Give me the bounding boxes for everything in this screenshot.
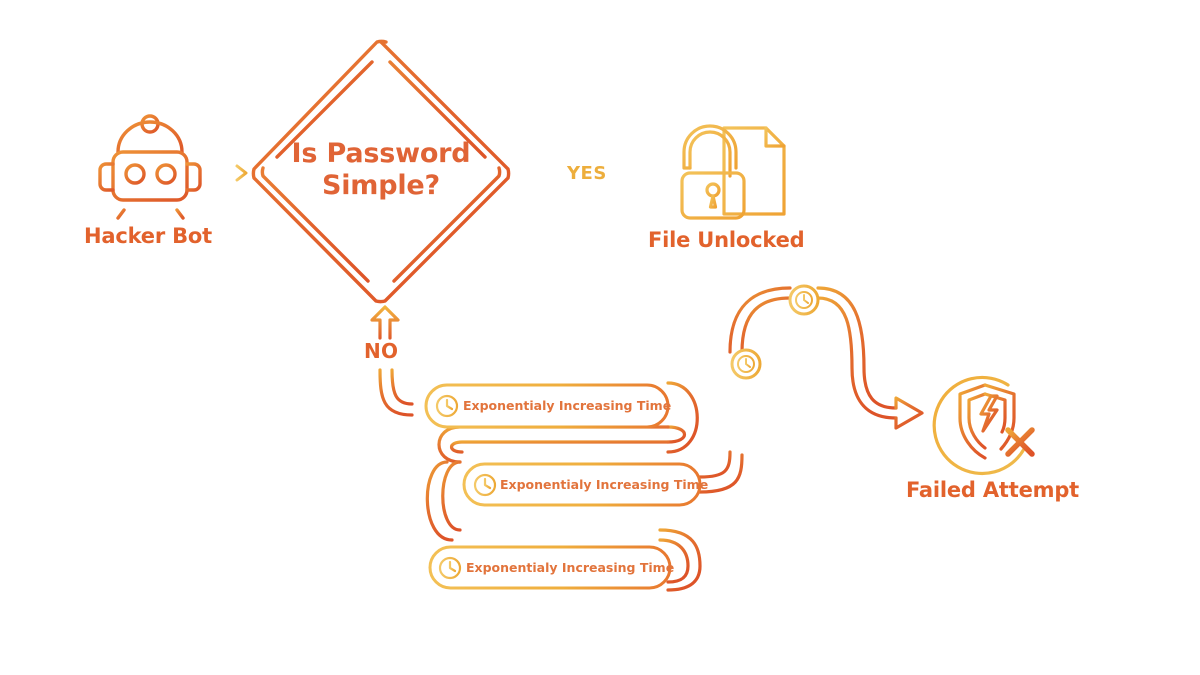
unlocked-file-icon bbox=[680, 124, 786, 220]
edge-label-no: NO bbox=[364, 339, 399, 363]
decision-diamond[interactable] bbox=[251, 39, 511, 304]
node-label-hacker-bot: Hacker Bot bbox=[84, 224, 212, 248]
clock-icon bbox=[438, 556, 462, 580]
clock-node-upper bbox=[788, 284, 820, 316]
broken-shield-icon bbox=[932, 375, 1035, 476]
delay-pill-1[interactable] bbox=[424, 383, 670, 429]
node-label-failed-attempt: Failed Attempt bbox=[906, 478, 1079, 502]
robot-icon bbox=[98, 114, 202, 220]
node-label-decision: Is Password Simple? bbox=[273, 138, 489, 202]
delay-pill-2-label: Exponentialy Increasing Time bbox=[500, 477, 709, 492]
delay-pill-1-label: Exponentialy Increasing Time bbox=[463, 398, 672, 413]
edge-bot-to-decision-arrow bbox=[210, 164, 248, 182]
node-label-file-unlocked: File Unlocked bbox=[648, 228, 805, 252]
clock-node-lower bbox=[730, 348, 762, 380]
clock-icon bbox=[473, 473, 497, 497]
clock-icon bbox=[435, 394, 459, 418]
edge-no-branch-arrow bbox=[370, 305, 400, 340]
delay-pill-3[interactable] bbox=[428, 545, 672, 590]
edge-label-yes: YES bbox=[567, 163, 607, 184]
delay-chain-path bbox=[378, 286, 898, 592]
edge-chain-to-failed-arrow bbox=[894, 396, 924, 430]
delay-pill-3-label: Exponentialy Increasing Time bbox=[466, 560, 675, 575]
decision-label-line1: Is Password bbox=[291, 138, 471, 169]
decision-label-line2: Simple? bbox=[322, 169, 440, 201]
delay-pill-2[interactable] bbox=[462, 462, 702, 507]
